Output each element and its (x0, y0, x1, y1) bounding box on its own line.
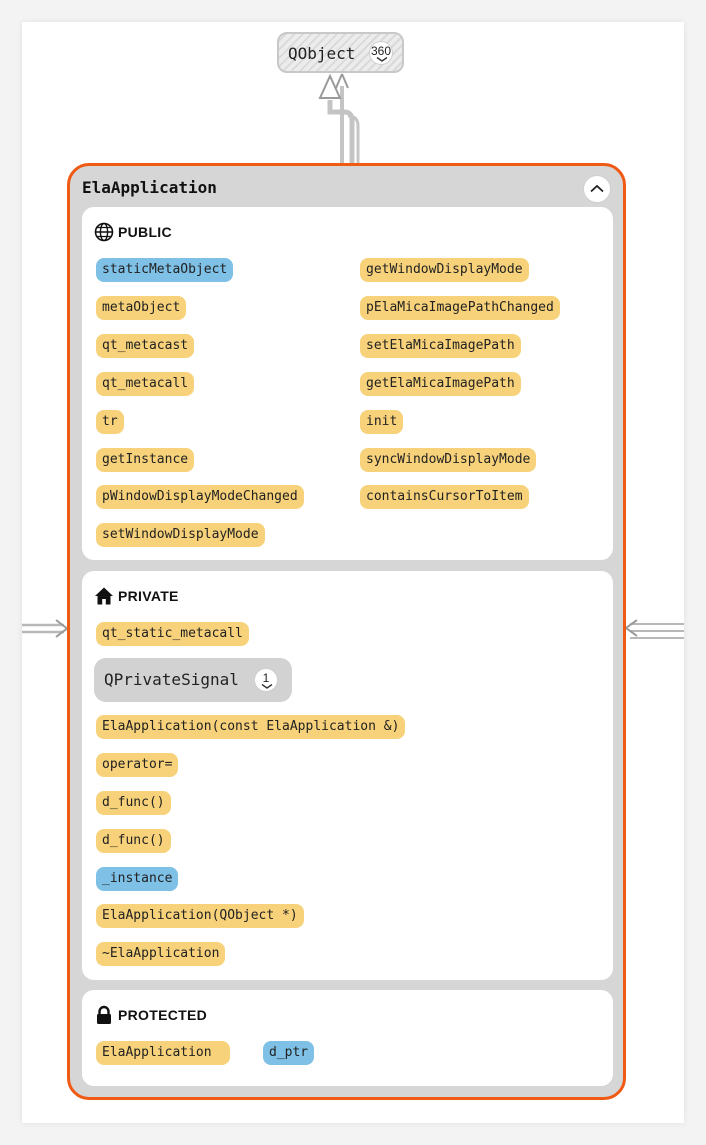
incoming-edge-right (630, 623, 684, 639)
member-staticMetaObject[interactable]: staticMetaObject (96, 258, 234, 282)
member-qobject-constructor[interactable]: ElaApplication(QObject *) (96, 904, 304, 928)
protected-section: PROTECTED ElaApplication d_ptr (82, 990, 613, 1086)
home-icon (95, 587, 113, 605)
protected-section-header: PROTECTED (94, 1004, 207, 1026)
member-qt_metacast[interactable]: qt_metacast (96, 334, 195, 358)
member-d_func[interactable]: d_func() (96, 791, 171, 815)
public-section-title: PUBLIC (118, 224, 172, 240)
class-node: ElaApplication PUBLIC staticMetaObject m… (67, 163, 626, 1100)
member-qt_metacall[interactable]: qt_metacall (96, 372, 195, 396)
member-setElaMicaImagePath[interactable]: setElaMicaImagePath (360, 334, 521, 358)
private-section-title: PRIVATE (118, 588, 179, 604)
inheritance-edge (327, 100, 355, 163)
incoming-arrowhead-right (624, 619, 638, 637)
member-copy-constructor[interactable]: ElaApplication(const ElaApplication &) (96, 715, 406, 739)
inner-class-node[interactable]: QPrivateSignal 1 (94, 658, 292, 702)
protected-section-title: PROTECTED (118, 1007, 208, 1023)
lock-icon (97, 1005, 111, 1024)
base-class-name: QObject (288, 44, 356, 63)
member-getWindowDisplayMode[interactable]: getWindowDisplayMode (360, 258, 529, 282)
inheritance-edge (330, 115, 348, 163)
member-containsCursorToItem[interactable]: containsCursorToItem (360, 485, 529, 509)
member-operator-assign[interactable]: operator= (96, 753, 179, 777)
member-metaObject[interactable]: metaObject (96, 296, 187, 320)
member-destructor[interactable]: ~ElaApplication (96, 942, 226, 966)
base-class-node[interactable]: QObject 360 (277, 32, 404, 73)
chevron-up-icon (590, 184, 604, 193)
inner-class-count: 1 (262, 671, 270, 685)
member-setWindowDisplayMode[interactable]: setWindowDisplayMode (96, 523, 265, 547)
inner-class-count-badge[interactable]: 1 (254, 668, 278, 692)
public-section-header: PUBLIC (94, 221, 172, 243)
public-section: PUBLIC staticMetaObject metaObject qt_me… (82, 207, 613, 560)
member-pWindowDisplayModeChanged[interactable]: pWindowDisplayModeChanged (96, 485, 304, 509)
incoming-edge-left (22, 623, 64, 634)
private-section-header: PRIVATE (94, 585, 179, 607)
member-getInstance[interactable]: getInstance (96, 448, 195, 472)
incoming-arrowhead-left (55, 619, 69, 638)
member-_instance[interactable]: _instance (96, 867, 179, 891)
member-getElaMicaImagePath[interactable]: getElaMicaImagePath (360, 372, 521, 396)
inheritance-edge (347, 114, 360, 163)
inheritance-arrowhead (335, 73, 349, 89)
member-tr[interactable]: tr (96, 410, 124, 434)
member-d_func-const[interactable]: d_func() (96, 829, 171, 853)
class-name: ElaApplication (82, 178, 217, 197)
base-class-count-badge[interactable]: 360 (369, 41, 393, 65)
member-pElaMicaImagePathChanged[interactable]: pElaMicaImagePathChanged (360, 296, 560, 320)
chevron-down-icon (376, 57, 388, 62)
member-syncWindowDisplayMode[interactable]: syncWindowDisplayMode (360, 448, 537, 472)
member-d_ptr[interactable]: d_ptr (263, 1041, 315, 1065)
globe-icon (94, 222, 114, 242)
private-section: PRIVATE qt_static_metacall QPrivateSigna… (82, 571, 613, 980)
inner-class-name: QPrivateSignal (104, 670, 239, 689)
chevron-down-icon (261, 684, 273, 689)
member-qt_static_metacall[interactable]: qt_static_metacall (96, 622, 249, 646)
member-ElaApplication[interactable]: ElaApplication (96, 1041, 230, 1065)
collapse-button[interactable] (583, 175, 611, 203)
member-init[interactable]: init (360, 410, 404, 434)
base-class-count: 360 (370, 44, 392, 58)
inheritance-arrowhead (318, 73, 342, 99)
